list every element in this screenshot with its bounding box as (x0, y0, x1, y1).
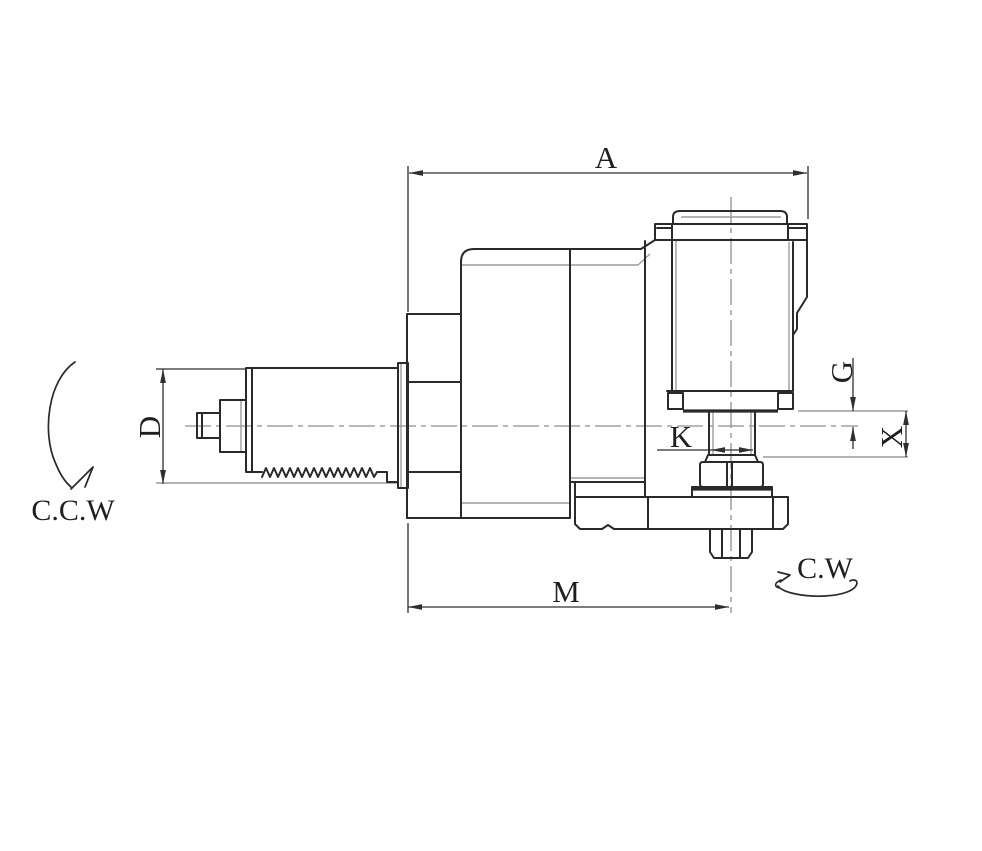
rotation-label-ccw: C.C.W (31, 494, 115, 527)
vdi-flange-disc (406, 313, 462, 519)
dim-label-a: A (595, 140, 618, 175)
dim-label-d: D (132, 416, 167, 438)
output-shaft-shading-lines (712, 412, 752, 455)
arrow-x-bottom (903, 443, 909, 457)
body-shading-lines (461, 253, 651, 504)
shank-shading-lines (240, 363, 402, 488)
clamp-bolt-head (709, 529, 753, 559)
gear-head-block-outline (666, 239, 808, 410)
arrow-d-top (160, 369, 166, 383)
light-outlines (156, 216, 908, 504)
arrow-a-left (409, 170, 423, 176)
arrow-g-down (850, 397, 856, 411)
centerlines (185, 197, 858, 613)
arrow-x-top (903, 411, 909, 425)
output-shaft (708, 411, 756, 456)
ccw-rotation-arrow (47, 361, 94, 490)
arrow-k-right (739, 447, 753, 453)
arrow-m-left (408, 604, 422, 610)
dim-label-m: M (552, 574, 580, 609)
dimension-labels: A M K D G X C.C.W C.W (31, 140, 909, 609)
spindle-nut-top-plate (704, 454, 759, 463)
spindle-hex-nut (699, 461, 764, 488)
rotation-label-cw: C.W (797, 552, 854, 585)
gear-head-cap (672, 210, 788, 225)
rotation-arrows (47, 361, 858, 597)
thick-face-lines (683, 409, 778, 491)
dimension-arrowheads (160, 170, 909, 610)
shank-cylinder-with-serration (245, 367, 399, 483)
arrow-g-up (850, 427, 856, 441)
dim-label-x: X (874, 426, 909, 448)
dim-label-k: K (670, 419, 693, 454)
arrow-d-bottom (160, 470, 166, 484)
main-body-outline (406, 239, 656, 519)
arrow-m-right (715, 604, 729, 610)
arrow-a-right (793, 170, 807, 176)
arrow-k-left (711, 447, 725, 453)
bottom-bracket-outline (574, 496, 789, 530)
dark-outlines (196, 210, 808, 559)
gear-block-shading-lines (675, 216, 790, 391)
cw-rotation-arrow (774, 571, 858, 597)
dim-label-g: G (824, 361, 859, 383)
